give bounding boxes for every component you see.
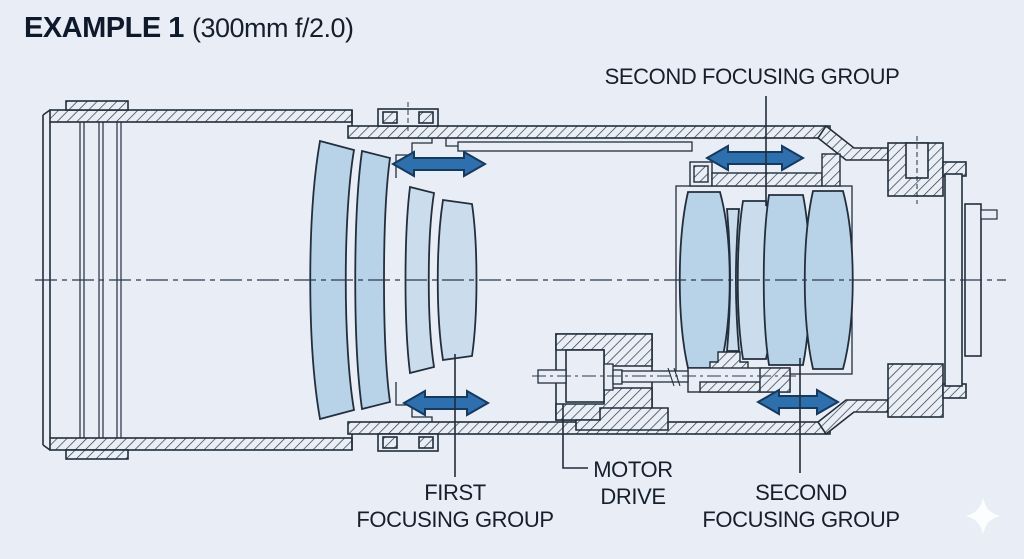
optical-axis bbox=[35, 102, 1006, 377]
leader-lines bbox=[454, 96, 801, 477]
motor-drive-assembly bbox=[537, 333, 689, 431]
page-title-spec: (300mm f/2.0) bbox=[192, 13, 354, 43]
focusing-rod bbox=[395, 138, 693, 422]
label-motor-drive-line1: MOTOR bbox=[593, 457, 672, 482]
label-first-focusing-group-line1: FIRST bbox=[424, 480, 486, 505]
label-motor-drive-line2: DRIVE bbox=[600, 484, 665, 509]
second-group-arrow-top bbox=[704, 144, 806, 172]
label-second-focusing-group-top: SECOND FOCUSING GROUP bbox=[605, 64, 900, 89]
label-second-focusing-group-bottom-line1: SECOND bbox=[755, 480, 847, 505]
sparkle-icon bbox=[966, 498, 1000, 534]
focus-movement-arrows bbox=[390, 144, 841, 417]
leader-motor-drive bbox=[562, 404, 588, 469]
first-group-arrow-bottom bbox=[401, 389, 491, 417]
first-group-arrow-top bbox=[390, 150, 488, 178]
second-group-arrow-bottom bbox=[755, 388, 841, 416]
page-title: EXAMPLE 1 bbox=[24, 12, 184, 44]
second-group-carrier bbox=[687, 153, 841, 393]
label-second-focusing-group-bottom-line2: FOCUSING GROUP bbox=[702, 507, 899, 532]
label-first-focusing-group-line2: FOCUSING GROUP bbox=[356, 507, 553, 532]
